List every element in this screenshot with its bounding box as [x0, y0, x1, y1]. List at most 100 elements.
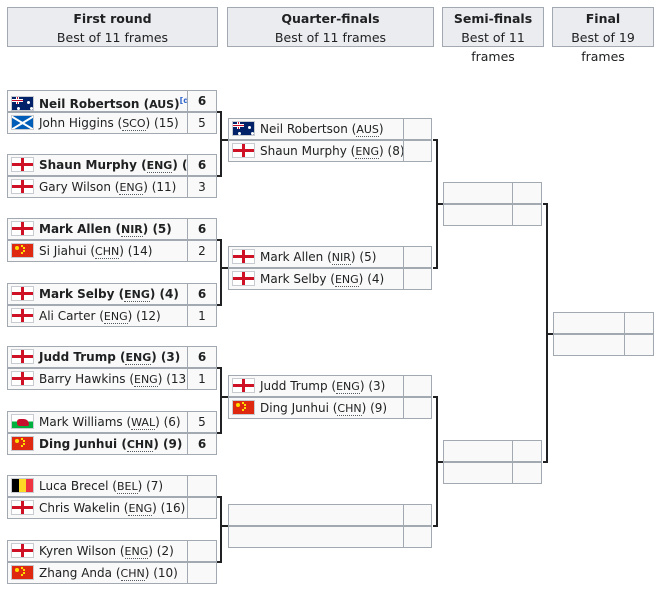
- seed: (12): [136, 309, 161, 323]
- country-code: BEL: [116, 480, 138, 494]
- player-cell: Mark Allen (NIR) (5): [7, 218, 188, 240]
- flag-bel-icon: [11, 478, 34, 493]
- bracket-connector: [433, 267, 437, 269]
- player-cell: Kyren Wilson (ENG) (2): [7, 540, 188, 562]
- round-subtitle: Best of 11 frames: [274, 30, 387, 45]
- player-cell: Ding Junhui (CHN) (9): [228, 397, 404, 419]
- bracket-connector: [220, 396, 228, 398]
- player-name[interactable]: Kyren Wilson: [39, 544, 117, 558]
- player-name[interactable]: Mark Allen: [260, 250, 324, 264]
- flag-chn-icon: [232, 400, 255, 415]
- country-code: ENG: [124, 288, 150, 302]
- country-code: CHN: [120, 567, 145, 581]
- score-cell: 6: [187, 218, 217, 240]
- player-cell: [443, 462, 513, 484]
- country-code: ENG: [134, 373, 158, 387]
- player-cell: Neil Robertson (AUS): [228, 118, 404, 140]
- score-cell: 6: [187, 433, 217, 455]
- flag-eng-icon: [11, 157, 34, 172]
- seed: (5): [152, 222, 172, 236]
- flag-chn-icon: [11, 436, 34, 451]
- seed: (3): [160, 350, 181, 364]
- player-name[interactable]: Judd Trump: [260, 379, 328, 393]
- bracket-connector: [220, 239, 222, 306]
- seed: (13): [166, 372, 187, 386]
- flag-eng-icon: [11, 500, 34, 515]
- seed: (15): [154, 116, 179, 130]
- round-header-final: Final Best of 19 frames: [552, 7, 654, 64]
- player-cell: Mark Selby (ENG) (4): [228, 268, 404, 290]
- score-cell: [624, 312, 654, 334]
- score-cell: 5: [187, 112, 217, 134]
- score-cell: 1: [187, 368, 217, 390]
- player-cell: [443, 182, 513, 204]
- player-name[interactable]: Mark Williams: [39, 415, 123, 429]
- score-cell: [512, 440, 542, 462]
- flag-eng-icon: [11, 179, 34, 194]
- player-name[interactable]: Ding Junhui: [39, 437, 118, 451]
- seed: (5): [359, 250, 377, 264]
- score-cell: 5: [187, 411, 217, 433]
- player-cell: Ali Carter (ENG) (12): [7, 305, 188, 327]
- player-name[interactable]: Mark Allen: [39, 222, 112, 236]
- flag-eng-icon: [232, 271, 255, 286]
- score-cell: [187, 475, 217, 497]
- country-code: ENG: [103, 310, 128, 324]
- score-cell: 3: [187, 176, 217, 198]
- country-code: SCO: [122, 117, 146, 131]
- flag-eng-icon: [11, 308, 34, 323]
- player-cell: Shaun Murphy (ENG) (8): [228, 140, 404, 162]
- player-name[interactable]: Ding Junhui: [260, 401, 329, 415]
- player-name[interactable]: Mark Selby: [260, 272, 327, 286]
- player-name[interactable]: Luca Brecel: [39, 479, 109, 493]
- score-cell: [512, 182, 542, 204]
- bracket-connector: [217, 367, 221, 369]
- player-name[interactable]: Shaun Murphy: [260, 144, 347, 158]
- player-name[interactable]: Chris Wakelin: [39, 501, 120, 515]
- bracket-connector: [433, 396, 437, 398]
- player-cell: Neil Robertson (AUS)[d]: [7, 90, 188, 112]
- score-cell: 6: [187, 346, 217, 368]
- score-cell: [403, 268, 432, 290]
- player-name[interactable]: Mark Selby: [39, 287, 115, 301]
- player-name[interactable]: Neil Robertson: [260, 122, 348, 136]
- country-code: ENG: [125, 351, 152, 365]
- bracket-connector: [436, 461, 443, 463]
- bracket-connector: [217, 111, 221, 113]
- score-cell: 6: [187, 283, 217, 305]
- bracket-connector: [220, 496, 222, 563]
- player-name[interactable]: Neil Robertson: [39, 97, 140, 111]
- seed: (4): [367, 272, 385, 286]
- player-name[interactable]: Ali Carter: [39, 309, 96, 323]
- bracket-connector: [543, 203, 547, 205]
- seed: (6): [163, 415, 181, 429]
- player-name[interactable]: Zhang Anda: [39, 566, 113, 580]
- flag-nir-icon: [11, 221, 34, 236]
- player-cell: Luca Brecel (BEL) (7): [7, 475, 188, 497]
- footnote-link[interactable]: [d]: [179, 96, 187, 105]
- country-code: ENG: [124, 545, 149, 559]
- round-subtitle: Best of 19 frames: [571, 30, 635, 64]
- player-cell: Mark Selby (ENG) (4): [7, 283, 188, 305]
- seed: (10): [153, 566, 178, 580]
- player-name[interactable]: Si Jiahui: [39, 244, 87, 258]
- score-cell: 1: [187, 305, 217, 327]
- bracket-connector: [220, 111, 222, 177]
- bracket-connector: [220, 367, 222, 434]
- player-name[interactable]: Judd Trump: [39, 350, 116, 364]
- player-cell: Barry Hawkins (ENG) (13): [7, 368, 188, 390]
- player-name[interactable]: John Higgins: [39, 116, 114, 130]
- player-name[interactable]: Shaun Murphy: [39, 158, 137, 172]
- player-name[interactable]: Barry Hawkins: [39, 372, 126, 386]
- bracket-connector: [217, 561, 221, 563]
- score-cell: [187, 540, 217, 562]
- flag-eng-icon: [11, 543, 34, 558]
- player-cell: [228, 504, 404, 526]
- player-cell: Ding Junhui (CHN) (9): [7, 433, 188, 455]
- bracket-connector: [546, 333, 553, 335]
- round-title: Quarter-finals: [281, 11, 380, 26]
- bracket-connector: [220, 525, 228, 527]
- player-cell: Chris Wakelin (ENG) (16): [7, 497, 188, 519]
- player-name[interactable]: Gary Wilson: [39, 180, 111, 194]
- country-code: ENG: [119, 181, 144, 195]
